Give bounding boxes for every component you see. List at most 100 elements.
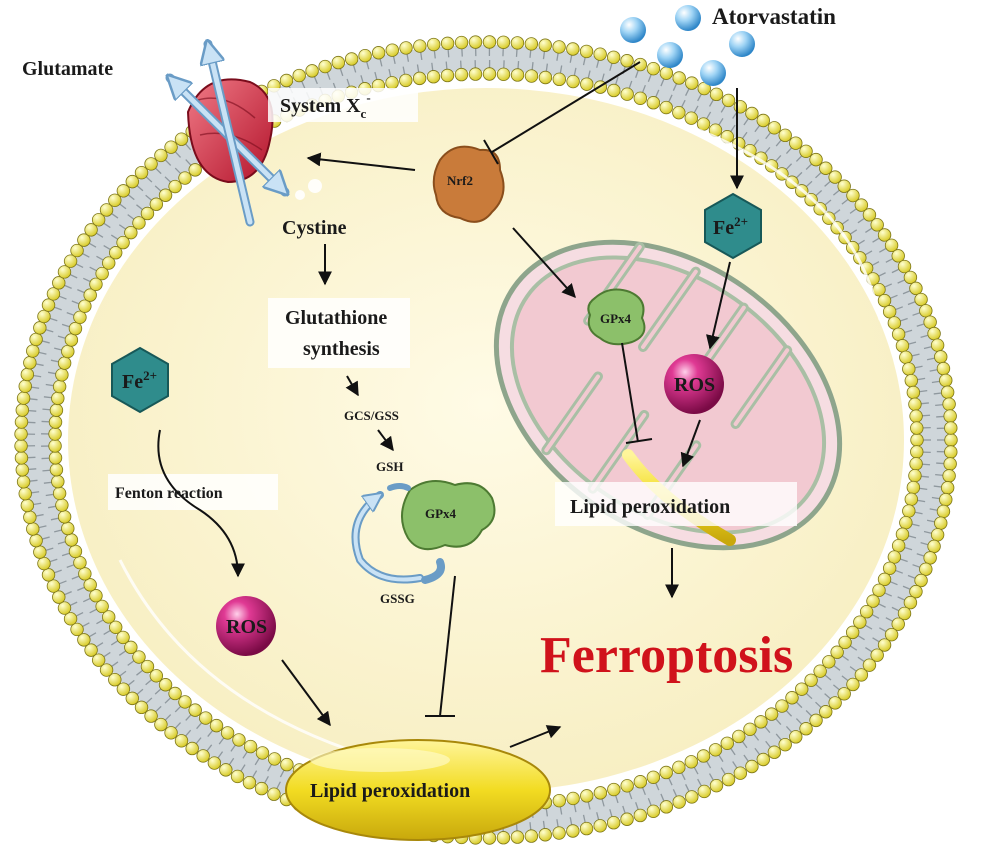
lipid-head [799, 722, 813, 736]
lipid-head [930, 338, 945, 352]
lipid-head [413, 39, 427, 53]
gsh-label: GSH [376, 459, 403, 474]
gcs-gss-label: GCS/GSS [344, 408, 399, 423]
lipid-head [908, 397, 922, 412]
lipid-head [620, 812, 634, 826]
lipid-head [909, 457, 923, 471]
lipid-head [510, 36, 525, 50]
lipid-head [68, 321, 83, 336]
lipid-head [697, 784, 711, 799]
lipid-head [399, 41, 413, 55]
lipid-head [220, 726, 235, 740]
lipid-head [646, 770, 661, 784]
lipid-head [930, 528, 945, 542]
ros-left-sphere [216, 596, 276, 656]
lipid-head [646, 804, 661, 819]
nrf2-protein [432, 145, 505, 223]
lipid-head [78, 299, 92, 313]
lipid-head [891, 327, 906, 341]
lipid-head [659, 765, 673, 780]
lipid-head [267, 752, 282, 766]
lipid-head [939, 492, 953, 507]
fe-right-hexagon [704, 192, 762, 260]
lipid-head [454, 35, 469, 50]
lipid-head [84, 643, 98, 657]
lipid-head [927, 539, 941, 554]
lipid-head [709, 778, 724, 793]
lipid-head [813, 664, 827, 678]
lipid-head [745, 759, 759, 774]
glutathione-label-line2: synthesis [303, 338, 380, 360]
lipid-head [16, 391, 31, 405]
lipid-head [828, 696, 842, 710]
lipid-head [607, 782, 621, 797]
lipid-head [659, 100, 673, 115]
lipid-head [579, 821, 594, 836]
lipid-head [440, 36, 455, 51]
lipid-head [95, 599, 109, 614]
arrow-ros-to-lipid [680, 419, 701, 468]
lipid-head [633, 775, 648, 789]
gpx4-cytosol-label: GPx4 [425, 506, 457, 521]
lipid-head [109, 620, 123, 634]
lipid-head [18, 486, 32, 501]
lipid-head [882, 561, 897, 575]
lipid-head [496, 67, 511, 82]
lipid-head [579, 44, 594, 59]
lipid-head [468, 67, 483, 81]
fenton-label: Fenton reaction [115, 485, 223, 502]
lipid-head [927, 326, 941, 341]
lipid-head [510, 830, 525, 844]
lipid-head [426, 37, 441, 52]
lipid-head [26, 344, 40, 358]
lipid-head [168, 179, 182, 194]
lipid-head [819, 161, 833, 175]
lipid-head [426, 70, 441, 84]
lipid-head [185, 741, 199, 756]
lipid-head [91, 653, 106, 667]
lipid-head [853, 615, 867, 629]
lipid-head [125, 174, 139, 189]
lipid-head [57, 601, 72, 615]
lipid-head [789, 136, 803, 150]
lipid-head [891, 249, 905, 263]
lipid-head [552, 72, 567, 87]
inhibit-gpx4-lipid [439, 575, 456, 717]
lipid-head [524, 37, 539, 51]
lipid-head [48, 427, 62, 441]
lipid-head [944, 433, 958, 447]
lipid-head [149, 669, 164, 683]
lipid-head [934, 516, 948, 530]
lipid-head [767, 745, 782, 759]
lipid-head [733, 100, 748, 114]
lipid-head [77, 633, 91, 647]
lipid-head [672, 105, 686, 120]
lipid-head [496, 35, 511, 49]
lipid-head [866, 594, 880, 608]
lipid-head [846, 188, 860, 203]
lipid-head [385, 43, 399, 57]
lipid-head [108, 193, 122, 207]
lipid-head [46, 579, 61, 593]
lipid-head [232, 733, 246, 747]
lipid-head [20, 498, 35, 513]
lipid-head [89, 589, 103, 603]
lipid-head [764, 707, 779, 721]
lipid-head [243, 739, 258, 754]
lipid-head [164, 140, 178, 154]
lipid-head [52, 276, 66, 290]
lipid-head [775, 699, 789, 713]
lipid-head [63, 254, 78, 268]
lipid-head [116, 630, 130, 645]
lipid-head [78, 567, 92, 581]
lipid-head [745, 106, 759, 121]
lipid-head [943, 409, 957, 423]
lipid-head [882, 305, 897, 319]
ferroptosis-label: Ferroptosis [540, 627, 793, 684]
lipid-head [891, 539, 906, 553]
lipid-head [910, 433, 924, 447]
lipid-head [134, 165, 149, 180]
lipid-head [164, 726, 178, 740]
lipid-head [305, 64, 319, 78]
lipid-head [778, 128, 792, 143]
